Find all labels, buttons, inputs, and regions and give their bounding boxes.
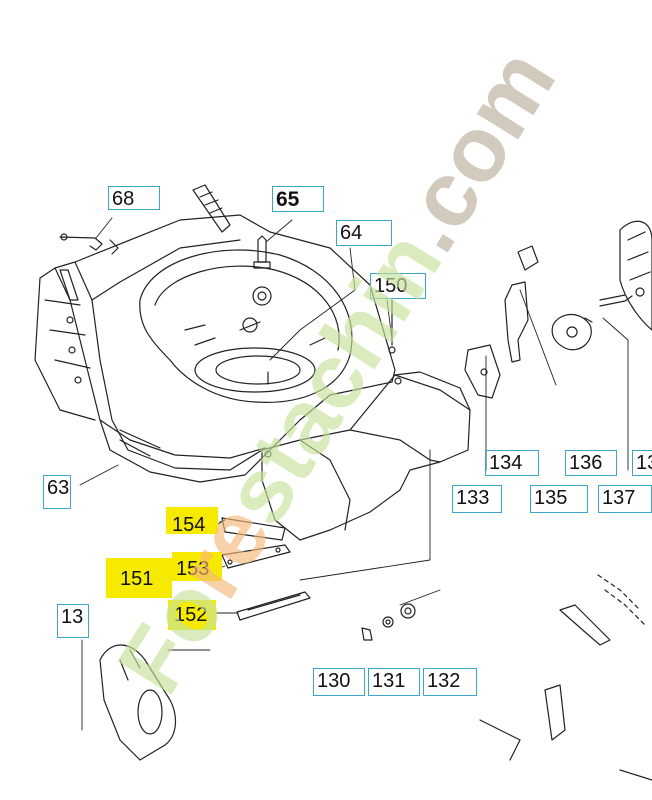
callout-133: 133 — [452, 485, 502, 513]
callout-132: 132 — [423, 668, 477, 696]
callout-137: 137 — [598, 485, 652, 513]
callout-130: 130 — [313, 668, 365, 696]
wheel-13 — [99, 644, 176, 761]
lower-right-parts — [479, 574, 652, 781]
discharge-chute — [261, 371, 471, 541]
callout-152: 152 — [174, 604, 208, 626]
callout-136: 136 — [565, 450, 617, 476]
highlight-154 — [166, 507, 218, 534]
height-lever-68 — [59, 184, 231, 255]
deck-housing — [34, 214, 396, 483]
callout-64: 64 — [336, 220, 392, 246]
callout-68: 68 — [108, 186, 160, 210]
callout-154: 154 — [172, 514, 206, 536]
callout-13: 13 — [57, 604, 89, 638]
right-parts — [464, 220, 652, 399]
leader-lines — [79, 217, 629, 731]
callout-150: 150 — [370, 273, 426, 299]
part-group-151-154 — [219, 517, 311, 621]
callout-134: 134 — [485, 450, 539, 476]
callout-151: 151 — [120, 568, 154, 590]
bolt-65 — [253, 235, 271, 269]
callout-13-partial: 13 — [632, 450, 652, 476]
callout-63: 63 — [43, 475, 71, 509]
highlight-153 — [172, 552, 222, 581]
part-group-130-132 — [361, 603, 416, 641]
callout-153: 153 — [176, 558, 210, 580]
highlight-151 — [106, 558, 172, 598]
callout-135: 135 — [530, 485, 588, 513]
highlight-152 — [168, 600, 216, 630]
callout-131: 131 — [368, 668, 420, 696]
callout-65: 65 — [272, 186, 324, 212]
